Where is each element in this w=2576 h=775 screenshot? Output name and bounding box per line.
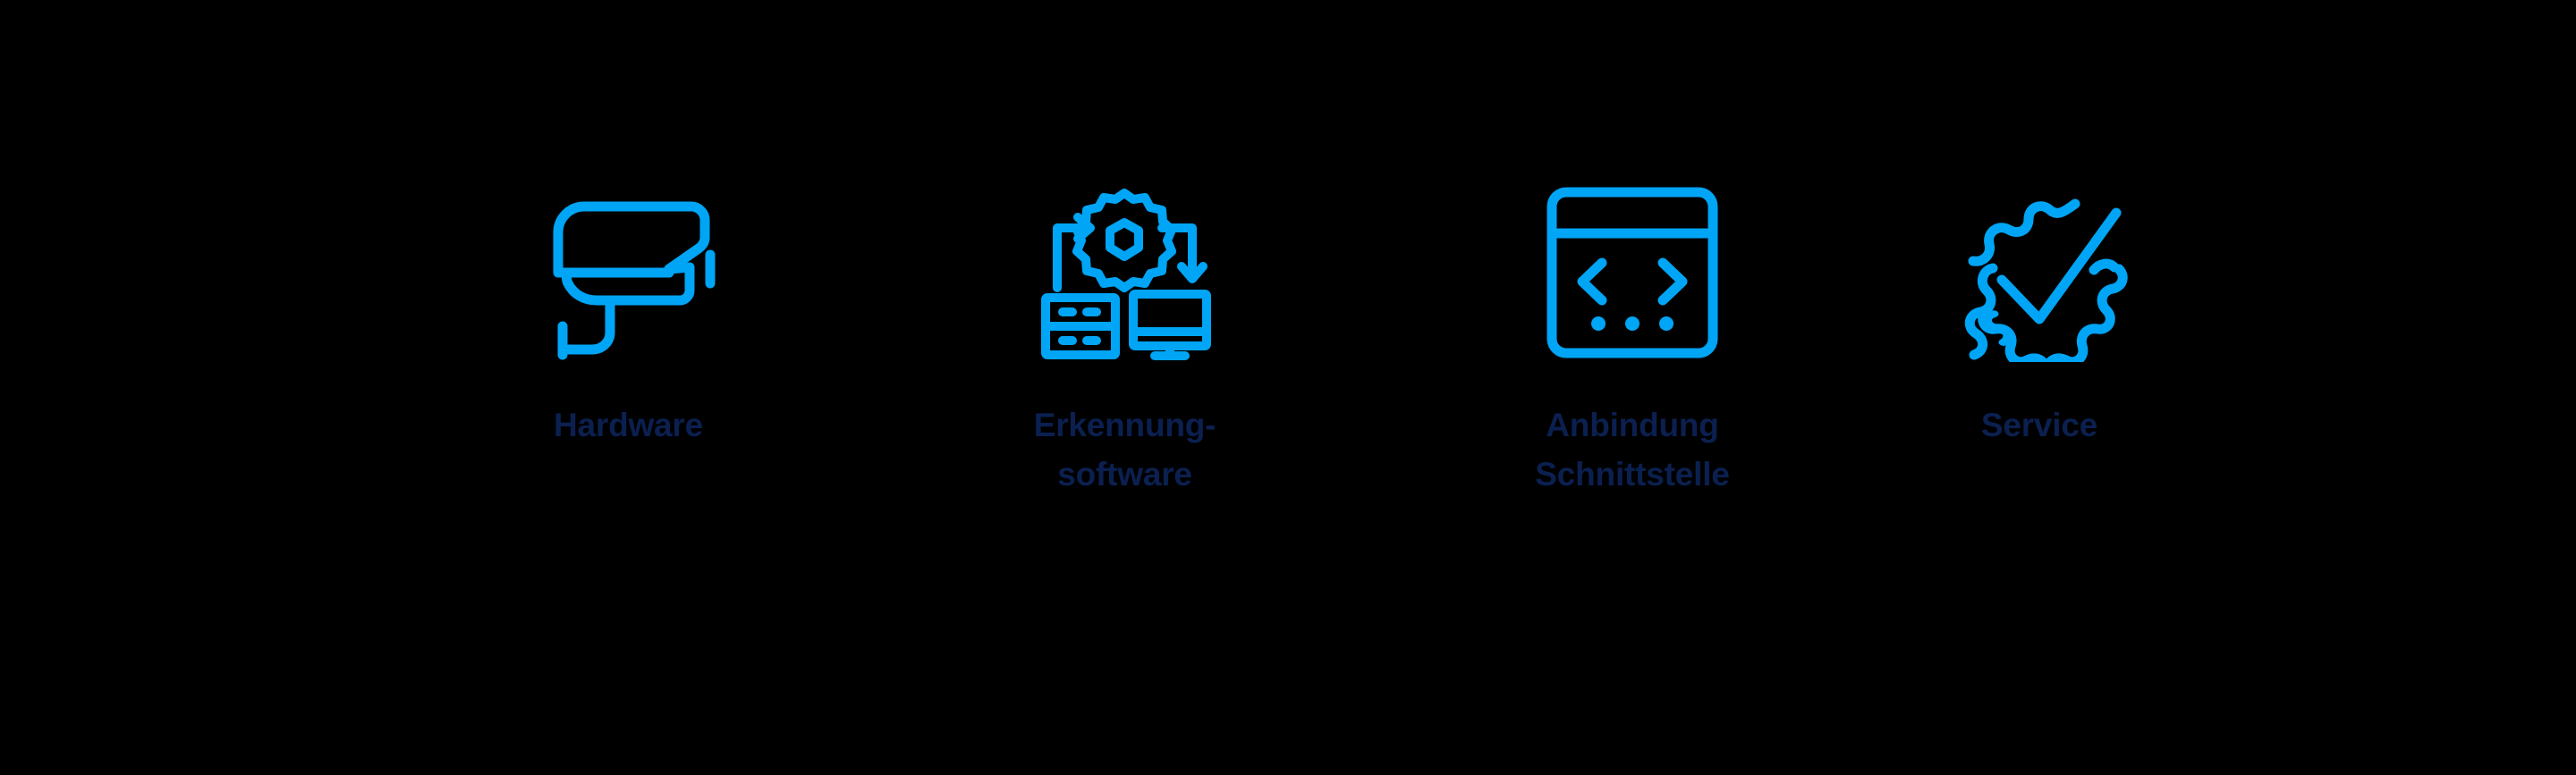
feature-item-hardware[interactable]: Hardware <box>385 161 872 450</box>
feature-label-erkennungssoftware: Erkennung- software <box>1033 407 1216 493</box>
browser-interface-icon <box>1543 161 1722 384</box>
feature-list: Hardware <box>385 161 2191 536</box>
feature-label-anbindung-schnittstelle: Anbindung Schnittstelle <box>1535 407 1730 493</box>
security-camera-icon <box>535 161 723 384</box>
feature-item-anbindung-schnittstelle[interactable]: Anbindung Schnittstelle <box>1377 161 1887 499</box>
verified-badge-check-icon <box>1950 161 2129 384</box>
feature-label-hardware: Hardware <box>553 407 704 443</box>
feature-item-erkennungssoftware[interactable]: Erkennung- software <box>872 161 1377 499</box>
detection-software-icon <box>1033 161 1216 384</box>
feature-label-service: Service <box>1980 407 2098 443</box>
feature-item-service[interactable]: Service <box>1887 161 2191 450</box>
